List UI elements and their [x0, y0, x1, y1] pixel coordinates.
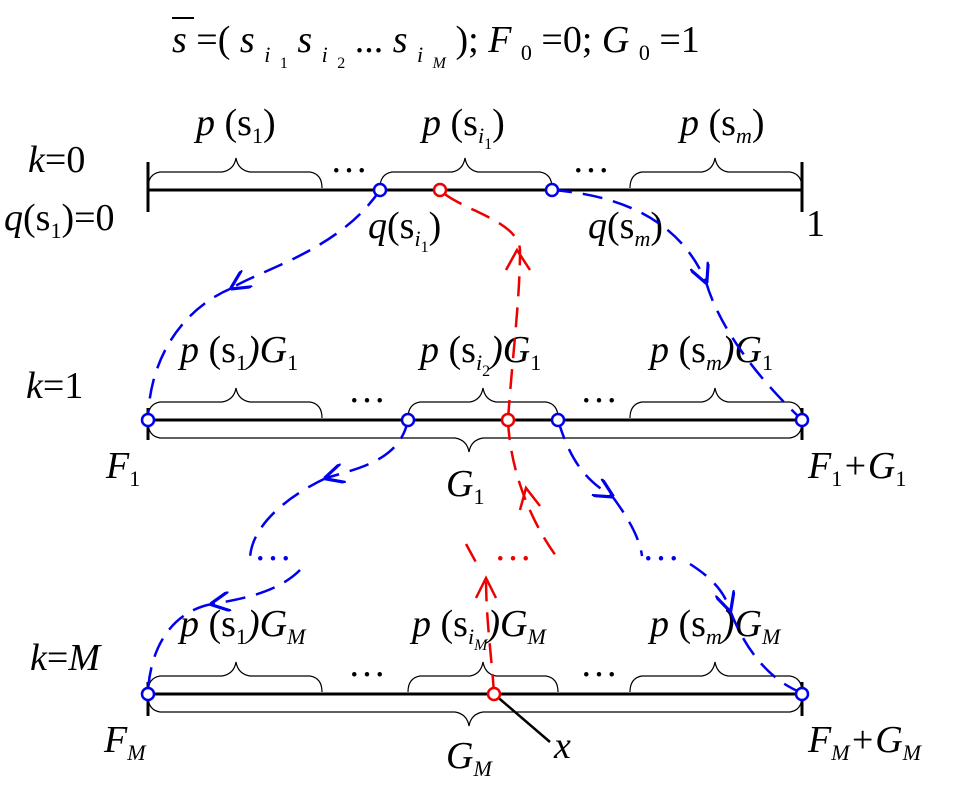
- row-kM: k=M p (s1)GM p (siM)GM p (sm)GM … … FM F…: [30, 603, 923, 781]
- blue-arrow-k1-left: [326, 419, 410, 478]
- k0-brace-2: [379, 157, 553, 189]
- marker-k0-q-sm: [544, 182, 560, 198]
- red-arrowhead-middle: [518, 485, 541, 511]
- blue-path-to-F1: [146, 286, 233, 419]
- red-paths: …: [439, 189, 558, 695]
- marker-k1-blue-left: [400, 412, 416, 428]
- red-mid-dots: …: [494, 527, 532, 569]
- red-path-k1-down: [506, 419, 558, 557]
- marker-k1-F1G1: [794, 412, 810, 428]
- marker-k1-blue-right: [550, 412, 566, 428]
- red-arrowhead-upper: [504, 247, 532, 271]
- kM-brace-1: [147, 661, 323, 693]
- row-k0: k=0 p (s1) p (si1) p (sm) … … q(s1)=0 1 …: [4, 102, 825, 256]
- k0-label: k=0: [28, 139, 85, 181]
- marker-kM-x: [486, 686, 502, 702]
- blue-path-k1-left-continue: [248, 476, 327, 561]
- kM-right-label: FM+GM: [807, 719, 923, 765]
- kM-G-label: GM: [446, 735, 493, 781]
- kM-seg-label-2: p (siM)GM: [409, 603, 548, 654]
- k1-right-label: F1+G1: [807, 445, 906, 491]
- kM-underbrace: [147, 695, 803, 727]
- k1-brace-2: [407, 387, 559, 419]
- k1-left-label: F1: [105, 445, 140, 491]
- header-formula: s =( s i 1 s i 2 ... s i M ); F 0 =0; G …: [172, 17, 700, 77]
- k1-seg-label-1: p (s1)G1: [177, 329, 298, 375]
- marker-k1-F1: [140, 412, 156, 428]
- marker-kM-FM: [140, 686, 156, 702]
- x-label: x: [553, 725, 571, 767]
- blue-mid-dots-left: …: [254, 527, 292, 569]
- red-path-kM-up: [484, 577, 496, 695]
- k0-brace-1: [147, 157, 323, 189]
- kM-label: k=M: [30, 637, 102, 679]
- blue-arrow-k1-right: [556, 419, 612, 496]
- marker-k0-red: [432, 182, 448, 198]
- k0-q-sm-label: q(sm): [588, 205, 663, 251]
- k1-seg-label-2: p (si2)G1: [417, 329, 541, 380]
- red-path-mid-tail: [464, 543, 480, 567]
- kM-dots-2: …: [580, 643, 618, 685]
- k1-label: k=1: [26, 365, 83, 407]
- blue-path-to-FM: [146, 602, 213, 693]
- k1-brace-1: [147, 387, 323, 419]
- row-k1: k=1 p (s1)G1 p (si2)G1 p (sm)G1 … … F1 F…: [26, 329, 906, 509]
- red-arrowhead-lower: [474, 575, 498, 599]
- k0-left-label: q(s1)=0: [4, 197, 115, 243]
- k0-dots-1: …: [330, 139, 368, 181]
- k1-G-label: G1: [446, 463, 484, 509]
- marker-k1-red: [500, 412, 516, 428]
- k1-underbrace: [147, 421, 803, 453]
- k0-seg-label-2: p (si1): [419, 102, 505, 153]
- blue-paths: … …: [146, 188, 801, 694]
- kM-left-label: FM: [103, 719, 147, 765]
- blue-arrow-k0-right: [551, 188, 706, 282]
- marker-kM-FMGM: [794, 686, 810, 702]
- blue-mid-dots-right: …: [642, 527, 680, 569]
- x-pointer-line: [493, 693, 551, 743]
- marker-k0-q-si1: [372, 182, 388, 198]
- svg-text:s =( s i: s =( s i 1 s i 2 ... s i M ); F 0 =0; G …: [172, 19, 700, 77]
- point-markers: [140, 182, 810, 702]
- k0-dots-2: …: [572, 139, 610, 181]
- blue-path-k1-right-continue: [610, 495, 644, 557]
- red-path-k1-to-k0: [439, 189, 522, 421]
- k1-dots-2: …: [580, 369, 618, 411]
- blue-arrow-to-kM-left: [212, 569, 301, 604]
- blue-path-to-F1G1: [704, 281, 801, 419]
- blue-arrow-k0-left: [232, 189, 382, 288]
- blue-path-to-FMGM: [728, 609, 801, 694]
- k0-brace-3: [629, 157, 803, 189]
- k0-seg-label-1: p (s1): [193, 102, 276, 148]
- kM-brace-2: [407, 661, 559, 693]
- kM-seg-label-3: p (sm)GM: [647, 603, 782, 649]
- header-s: s: [172, 19, 187, 61]
- k0-seg-label-3: p (sm): [677, 102, 765, 148]
- k1-dots-1: …: [348, 369, 386, 411]
- kM-brace-3: [629, 661, 803, 693]
- k1-seg-label-3: p (sm)G1: [647, 329, 773, 375]
- k0-q-si1-label: q(si1): [368, 205, 441, 256]
- kM-dots-1: …: [348, 643, 386, 685]
- k1-brace-3: [629, 387, 803, 419]
- k0-right-label: 1: [806, 203, 825, 245]
- blue-arrow-to-kM-right: [689, 562, 730, 610]
